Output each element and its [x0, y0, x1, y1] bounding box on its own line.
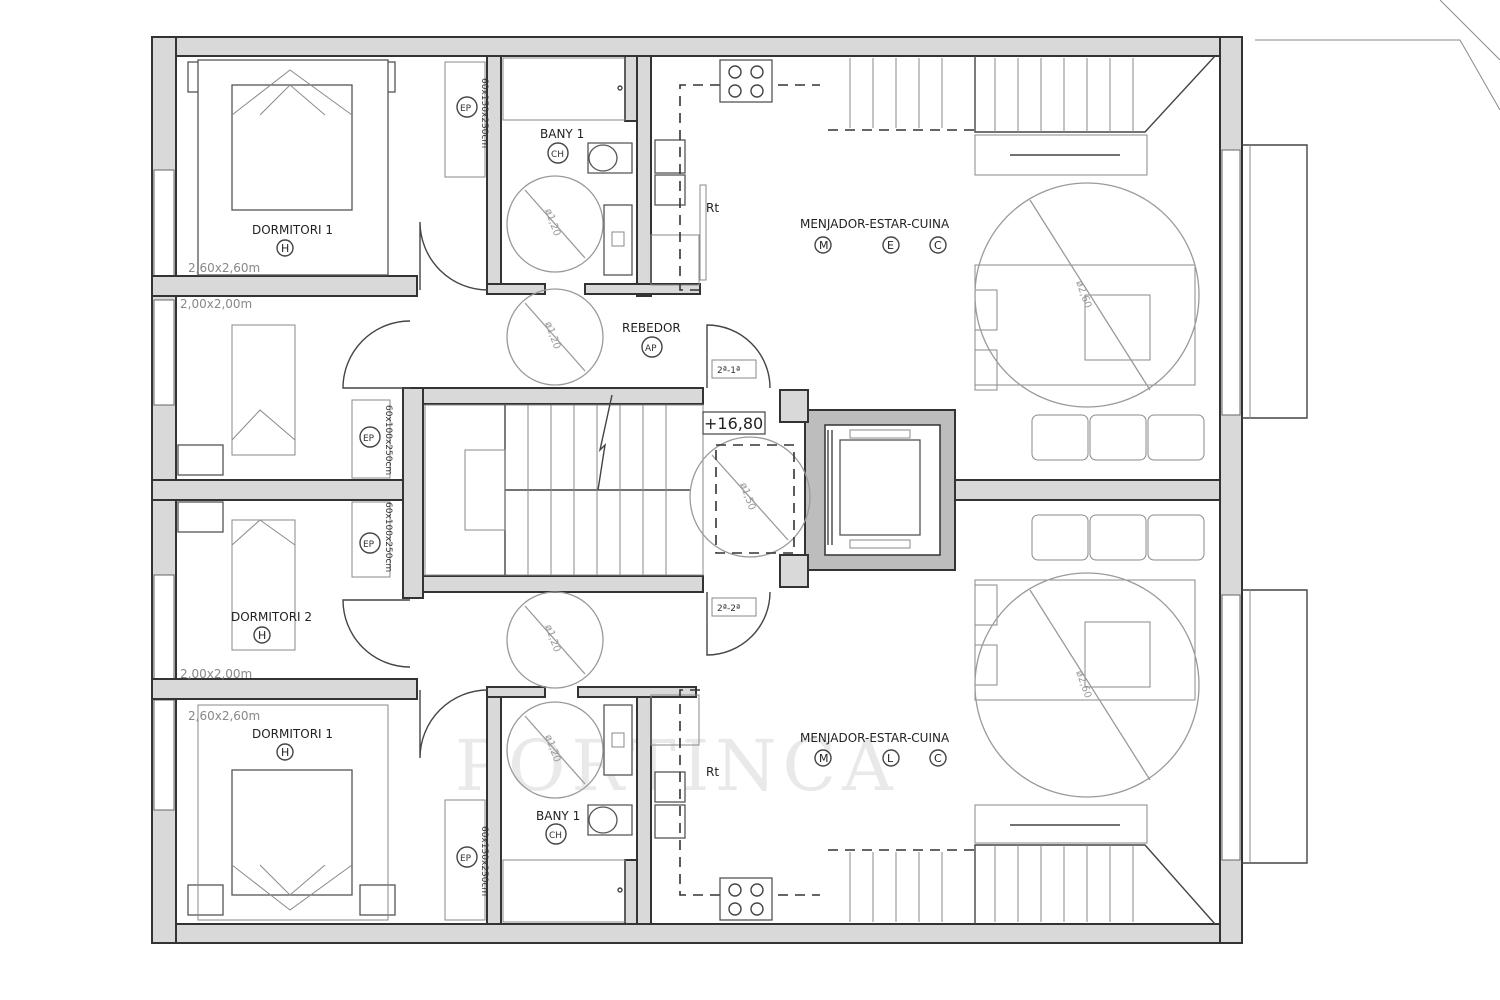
code-rebedor: AP	[645, 344, 657, 354]
bed-bottom	[187, 704, 396, 921]
code-circle	[359, 532, 381, 554]
closet-size-top: 60x150x250cm	[479, 78, 489, 148]
closet-top	[444, 61, 486, 178]
stair-bottom	[828, 804, 1216, 925]
living-bottom-furniture	[974, 514, 1205, 701]
code-circle	[359, 426, 381, 448]
door-swings	[342, 221, 771, 759]
code-dormitori-1-bottom: H	[281, 746, 289, 759]
central-stair	[424, 394, 704, 576]
label-dormitori-1-bottom: DORMITORI 1	[252, 727, 333, 741]
code-circle	[929, 749, 947, 767]
level-marker: +16,80	[704, 414, 763, 433]
code-circle	[253, 626, 271, 644]
code-dormitori-1-top: H	[281, 242, 289, 255]
door-marker-bottom: 2ª-2ª	[717, 604, 740, 614]
code-circle	[814, 236, 832, 254]
bathroom-bottom-fixtures	[502, 694, 700, 923]
code-circle	[882, 236, 900, 254]
balconies	[1242, 0, 1500, 864]
size-dormitori-1-top: 2,60x2,60m	[188, 261, 260, 275]
closet-size-bottom: 60x150x250cm	[479, 826, 489, 896]
diameter-rebedor-top: ø1,20	[542, 320, 562, 350]
code-circle	[641, 336, 663, 358]
label-rebedor: REBEDOR	[622, 321, 681, 335]
size-dormitori-2-top: 2,00x2,00m	[180, 297, 252, 311]
code-circle	[545, 823, 567, 845]
label-living-top: MENJADOR-ESTAR-CUINA	[800, 217, 950, 231]
size-dormitori-1-bottom: 2,60x2,60m	[188, 709, 260, 723]
code-bany-bottom: CH	[549, 831, 562, 841]
closet-middle-top	[351, 399, 391, 479]
code-dormitori-2: H	[258, 629, 266, 642]
diameter-rebedor-bottom: ø1,20	[542, 623, 562, 653]
label-dormitori-1-top: DORMITORI 1	[252, 223, 333, 237]
code-circle	[547, 142, 569, 164]
code-circle	[882, 749, 900, 767]
code-circle	[276, 743, 294, 761]
turning-circles	[506, 175, 1200, 799]
code-living-top-3: C	[934, 239, 942, 252]
code-circle	[456, 846, 478, 868]
code-living-bottom-2: L	[887, 752, 894, 765]
code-living-bottom-3: C	[934, 752, 942, 765]
label-living-bottom: MENJADOR-ESTAR-CUINA	[800, 731, 950, 745]
code-closet-bottom: EP	[460, 854, 472, 864]
rt-top: Rt	[706, 201, 719, 215]
code-closet-middle-top: EP	[363, 434, 375, 444]
code-closet-top: EP	[460, 104, 472, 114]
diameter-landing: ø1,50	[737, 481, 757, 511]
closet-size-middle-bottom: 60x100x250cm	[383, 502, 393, 572]
code-circle	[456, 96, 478, 118]
elevator	[827, 429, 921, 549]
closet-size-middle-top: 60x100x250cm	[383, 405, 393, 475]
bed-middle-bottom	[177, 501, 296, 651]
door-marker-top: 2ª-1ª	[717, 366, 740, 376]
level-box	[702, 411, 766, 435]
kitchen-top	[679, 59, 820, 291]
stair-top	[828, 55, 1216, 176]
label-bany-top: BANY 1	[540, 127, 584, 141]
closet-middle-bottom	[351, 501, 391, 578]
code-closet-middle-bottom: EP	[363, 540, 375, 550]
size-dormitori-2: 2,00x2,00m	[180, 667, 252, 681]
closet-bottom	[444, 799, 486, 921]
code-circle	[276, 239, 294, 257]
code-living-bottom-1: M	[819, 752, 829, 765]
code-living-top-2: E	[887, 239, 894, 252]
label-bany-bottom: BANY 1	[536, 809, 580, 823]
code-bany-top: CH	[551, 150, 564, 160]
bed-middle-top	[177, 324, 296, 476]
code-living-top-1: M	[819, 239, 829, 252]
label-dormitori-2: DORMITORI 2	[231, 610, 312, 624]
code-circle	[929, 236, 947, 254]
bed-top	[187, 59, 396, 276]
kitchen-bottom	[679, 689, 820, 921]
code-circle	[814, 749, 832, 767]
bathroom-top-fixtures	[502, 57, 700, 286]
diameter-bany-top: ø1,20	[542, 207, 562, 237]
rt-bottom: Rt	[706, 765, 719, 779]
